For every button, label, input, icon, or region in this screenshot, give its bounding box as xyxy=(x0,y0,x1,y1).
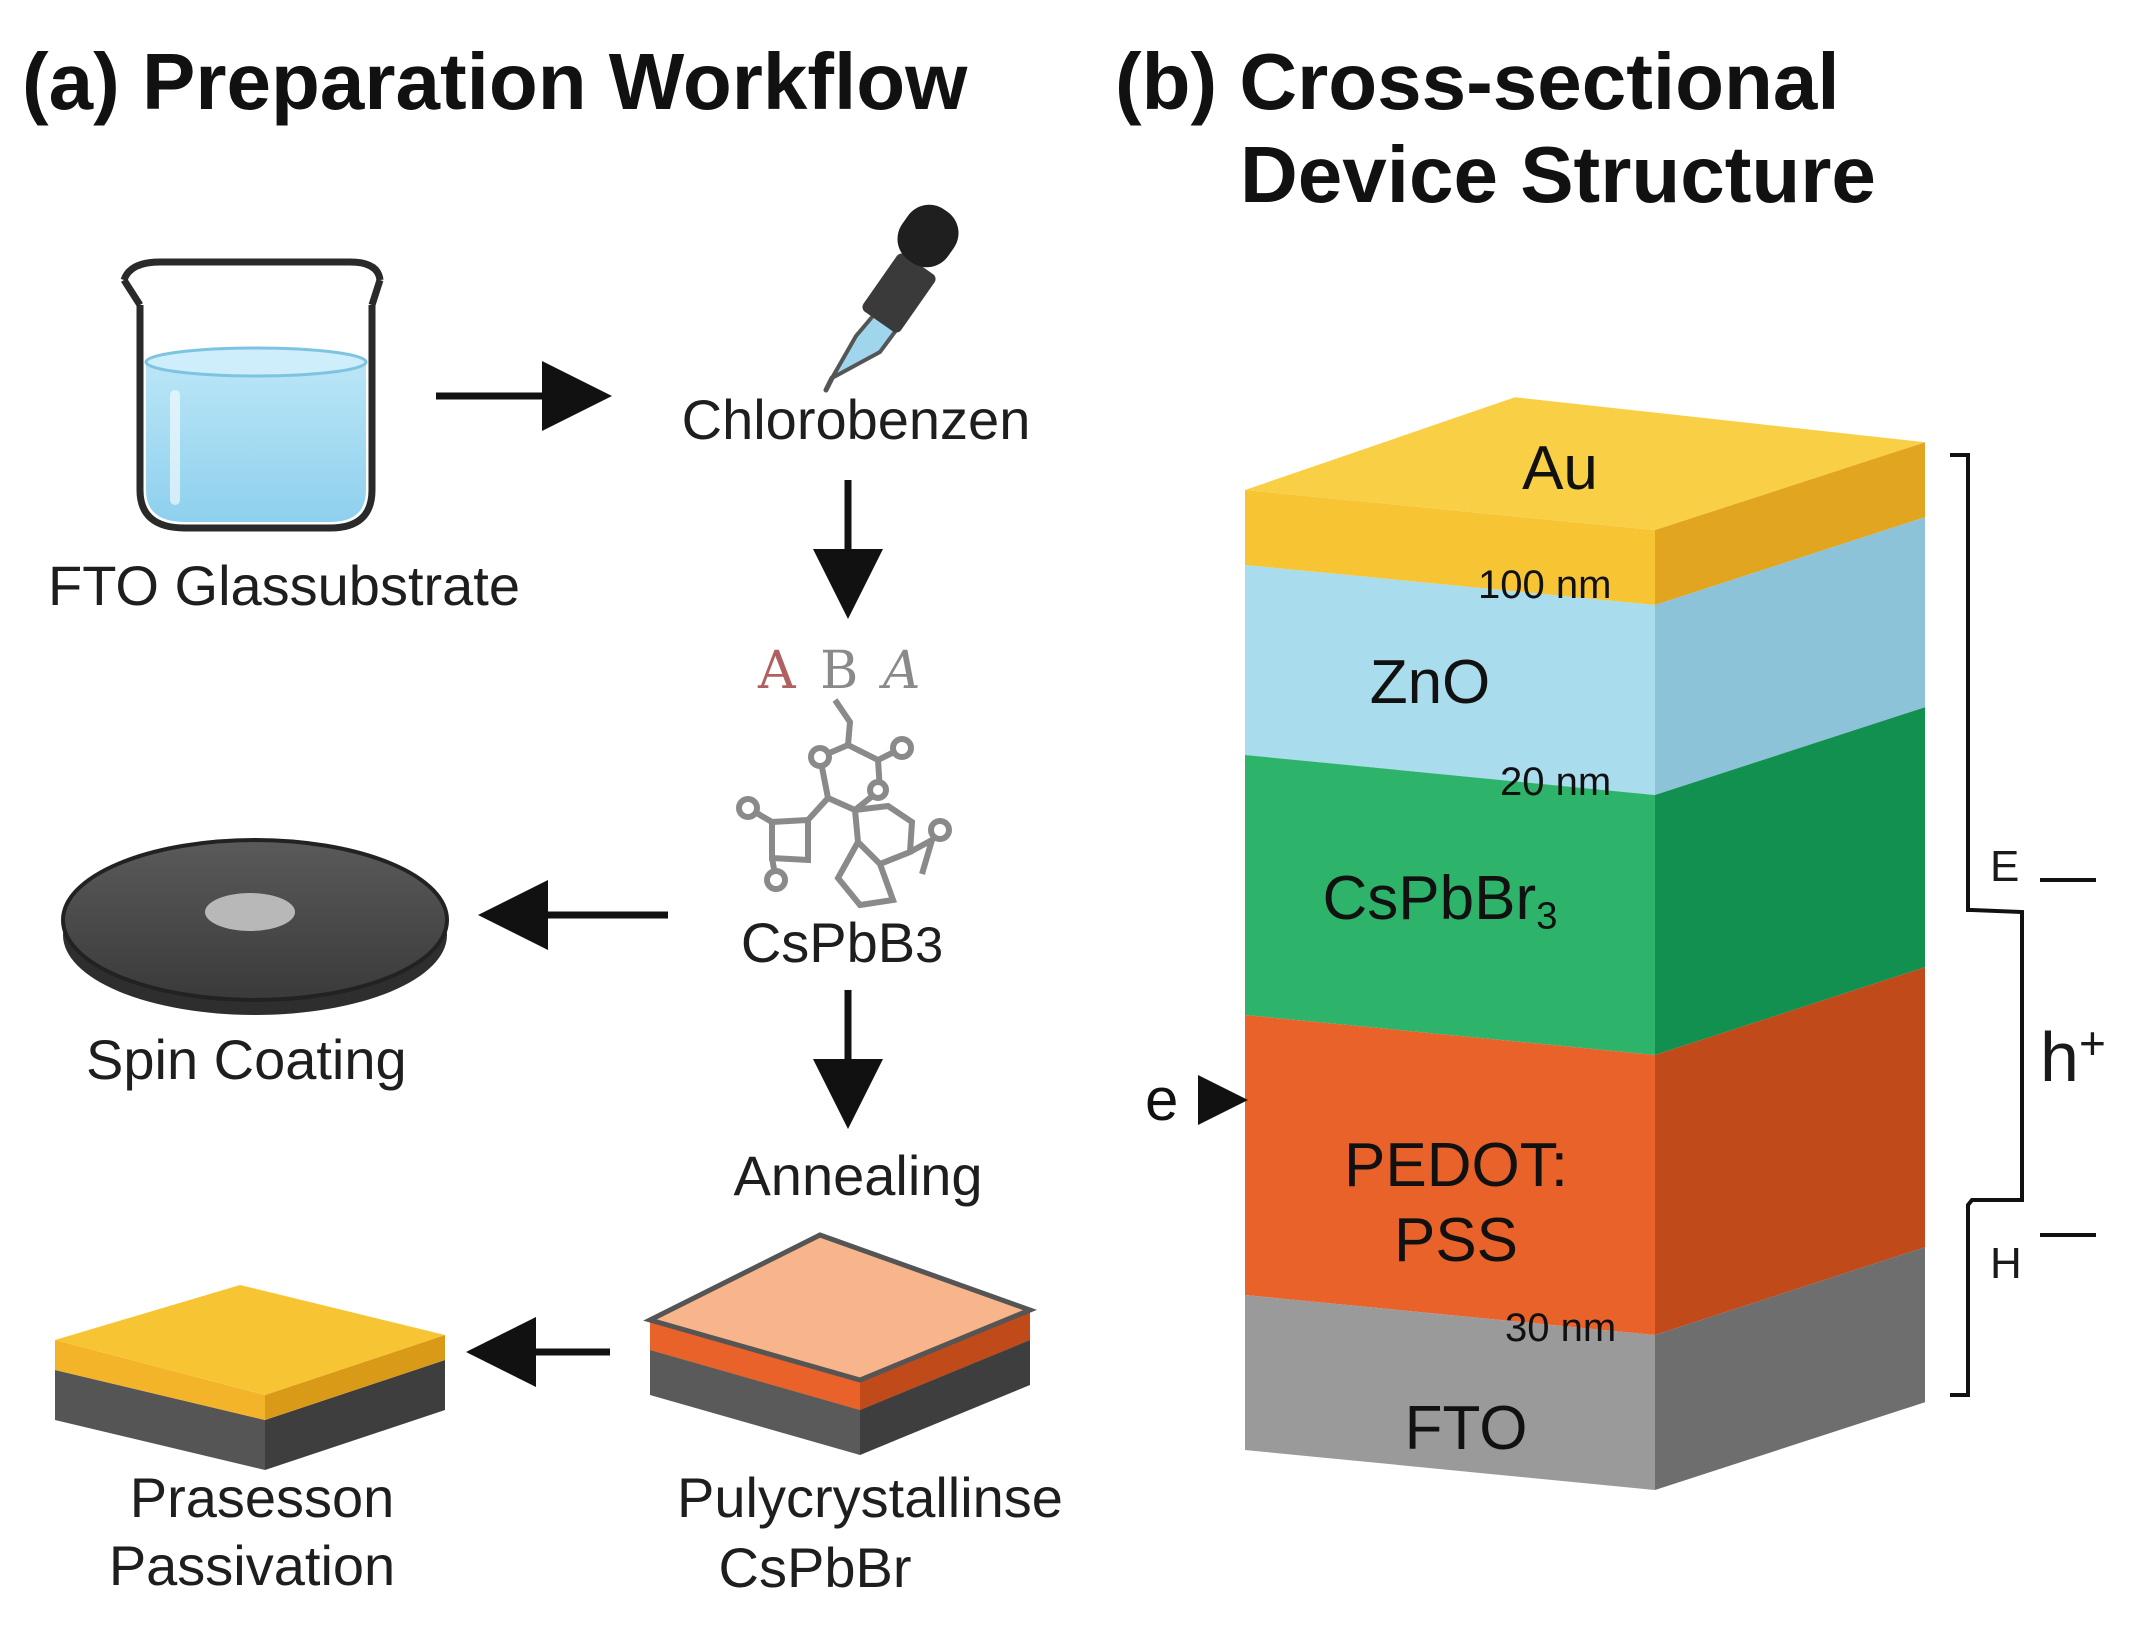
thickness-zno-label: 20 nm xyxy=(1500,760,1612,804)
layer-au-side xyxy=(1655,442,1925,605)
thickness-pedot-label: 30 nm xyxy=(1505,1306,1617,1350)
layer-pedot-front xyxy=(1245,1015,1655,1335)
beaker-icon xyxy=(120,258,384,532)
layer-au-front xyxy=(1245,490,1655,605)
layer-zno-side xyxy=(1655,517,1925,795)
panel-b-title-line2: Device Structure xyxy=(1240,130,1876,219)
layer-fto-side xyxy=(1655,1247,1925,1490)
layer-zno-front xyxy=(1245,565,1655,795)
annealed-film-icon xyxy=(643,1232,1037,1455)
panel-a-title: (a) Preparation Workflow xyxy=(22,37,968,126)
precursor-sub: 3 xyxy=(915,916,944,973)
passivation-label-line2: Passivation xyxy=(108,1534,396,1597)
letter-a2: A xyxy=(882,641,925,701)
precursor-label: CsPbB3 xyxy=(741,915,943,971)
energy-bracket xyxy=(1950,453,2096,1397)
precursor-base: CsPbB xyxy=(740,911,916,974)
device-stack xyxy=(1245,397,1925,1490)
hole-label: h+ xyxy=(2040,1020,2106,1092)
layer-fto-front xyxy=(1245,1295,1655,1490)
e-level-label: E xyxy=(1990,842,2020,891)
annealing-label: Annealing xyxy=(733,1144,983,1207)
film-label-line1: Pulycrystallinse xyxy=(677,1466,1063,1529)
layer-au-label: Au xyxy=(1522,434,1598,503)
layer-perovskite-side xyxy=(1655,707,1925,1055)
dropper-icon xyxy=(823,204,959,393)
substrate-label: FTO Glassubstrate xyxy=(48,554,521,617)
molecule-letters: A B A xyxy=(758,645,924,697)
film-label-line2: CsPbBr xyxy=(718,1536,912,1599)
panel-b-title-line1: (b) Cross-sectional xyxy=(1115,37,1840,126)
layer-perovskite-front xyxy=(1245,755,1655,1055)
layer-zno-label: ZnO xyxy=(1369,648,1491,717)
layer-fto-label: FTO xyxy=(1404,1394,1528,1463)
letter-a1: A xyxy=(758,641,800,701)
thickness-au-label: 100 nm xyxy=(1478,563,1612,607)
h-level-label: H xyxy=(1990,1239,2022,1288)
hole-sign: + xyxy=(2078,1017,2106,1069)
molecule-structure-icon xyxy=(736,698,952,909)
layer-pedot-label-line1: PEDOT: xyxy=(1344,1131,1568,1200)
letter-b: B xyxy=(820,641,863,701)
electron-label: e xyxy=(1145,1066,1179,1133)
solvent-label: Chlorobenzen xyxy=(681,388,1031,451)
layer-pedot-side xyxy=(1655,967,1925,1335)
spin-coater-icon xyxy=(61,838,449,1015)
spin-coating-label: Spin Coating xyxy=(86,1028,407,1091)
hole-symbol: h xyxy=(2040,1018,2079,1096)
layer-perovskite-label: CsPbBr3 xyxy=(1323,868,1558,936)
passivation-label-line1: Prasesson xyxy=(129,1466,395,1529)
layer-au-top xyxy=(1245,397,1925,530)
perovskite-base: CsPbBr xyxy=(1322,864,1537,933)
perovskite-sub: 3 xyxy=(1536,894,1558,938)
passivated-film-icon xyxy=(55,1285,445,1470)
layer-pedot-label-line2: PSS xyxy=(1393,1206,1519,1275)
